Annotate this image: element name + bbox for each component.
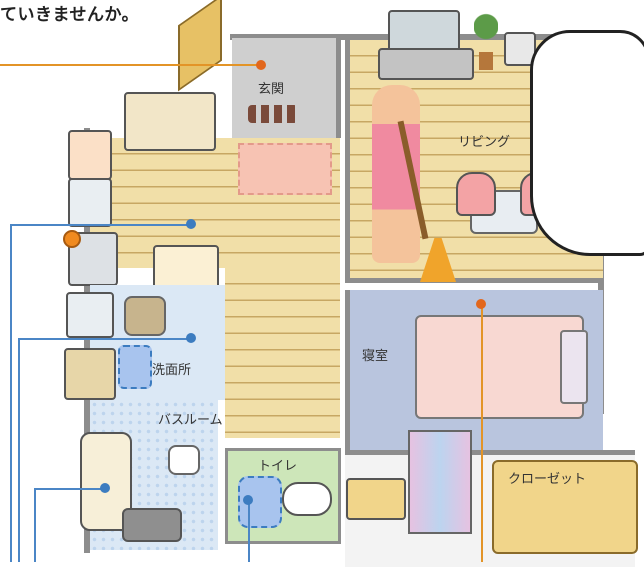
bedroom-label: 寝室 — [362, 349, 389, 364]
callout-dot-bedroom — [476, 299, 486, 309]
callout-line-bathroom-vertical — [34, 488, 36, 562]
front-door — [178, 0, 222, 92]
callout-dot-bathroom — [100, 483, 110, 493]
chair-left — [456, 172, 496, 216]
toilet-mat — [238, 476, 282, 528]
washbasin — [66, 292, 114, 338]
bed — [415, 315, 584, 419]
callout-dot-toilet — [243, 495, 253, 505]
toilet-label: トイレ — [258, 459, 298, 474]
hallway-floor-lower — [225, 268, 340, 438]
callout-line-toilet — [248, 500, 250, 562]
callout-line-hallway — [10, 224, 190, 226]
kitchen-sink — [68, 178, 112, 227]
outer-wall-left — [84, 128, 90, 553]
shower-fixture — [122, 508, 182, 542]
callout-line-washroom-vertical — [18, 338, 20, 562]
orange-valve-icon — [63, 230, 81, 248]
kitchen-shelf — [124, 92, 216, 151]
callout-line-bathroom — [34, 488, 104, 490]
callout-line-washroom — [18, 338, 190, 340]
genkan-floor — [232, 38, 341, 138]
storage-box — [346, 478, 406, 520]
clothes-rack — [408, 430, 472, 534]
laundry-basket — [124, 296, 166, 336]
closet-storage — [492, 460, 638, 554]
callout-line-hallway-vertical — [10, 224, 12, 562]
bathroom-label: バスルーム — [158, 413, 223, 428]
callout-dot-washroom — [186, 333, 196, 343]
callout-line-bedroom — [481, 304, 483, 562]
refrigerator — [68, 130, 112, 180]
header-text: ていきませんか。 — [0, 5, 140, 25]
hallway-rug — [238, 143, 332, 195]
toilet-bowl — [282, 482, 332, 516]
bath-mat — [118, 345, 152, 389]
shoes-icon — [248, 105, 298, 123]
washroom-label: 洗面所 — [152, 363, 192, 378]
bath-stool — [168, 445, 200, 475]
tv-stand — [378, 48, 474, 80]
callout-dot-genkan — [256, 60, 266, 70]
living-label: リビング — [458, 135, 511, 150]
genkan-label: 玄関 — [258, 82, 285, 97]
callout-line-genkan — [0, 64, 260, 66]
washing-machine — [64, 348, 116, 400]
pillow — [560, 330, 588, 404]
callout-dot-hallway — [186, 219, 196, 229]
fist-illustration — [530, 30, 644, 256]
closet-label: クローゼット — [508, 472, 587, 487]
houseplant-icon — [474, 8, 498, 70]
